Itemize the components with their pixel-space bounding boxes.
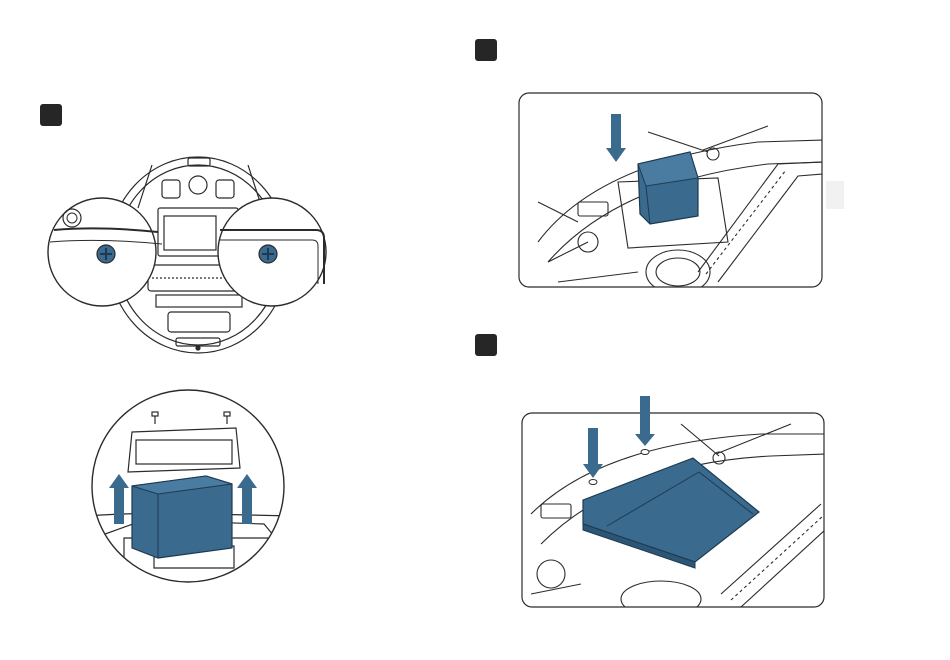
side-tab <box>826 181 844 209</box>
step-badge-3 <box>475 334 497 356</box>
battery-icon <box>638 152 698 224</box>
battery-removal-illustration <box>84 388 296 586</box>
screw-icon <box>589 480 597 485</box>
battery-insertion-illustration <box>518 92 823 288</box>
robot-underside-illustration <box>40 150 340 365</box>
battery-icon <box>132 476 232 558</box>
right-screw-callout <box>218 198 326 306</box>
battery-cover-fastening-illustration <box>521 394 825 608</box>
step-badge-1 <box>40 104 62 126</box>
screw-icon <box>641 450 649 455</box>
step-badge-2 <box>475 39 497 61</box>
